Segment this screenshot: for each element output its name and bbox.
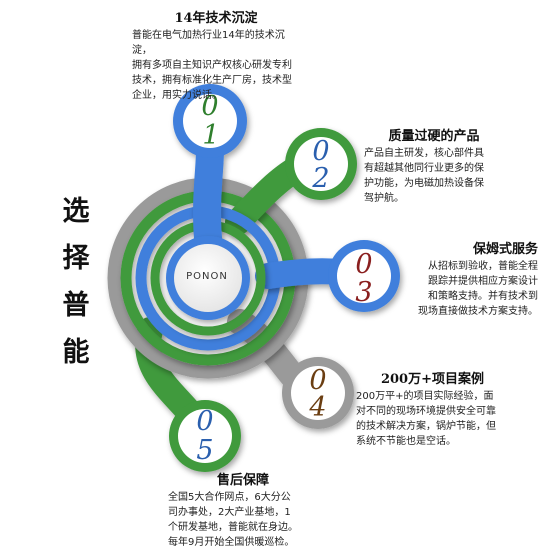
branch-2	[225, 128, 357, 235]
item-5-body: 全国5大合作网点，6大分公 司办事处，2大产业基地，1 个研发基地，普能就在身边…	[168, 492, 298, 548]
item-1-block: 14年技术沉淀 普能在电气加热行业14年的技术沉淀， 拥有多项自主知识产权核心研…	[132, 10, 300, 103]
number-2-top: 0	[312, 136, 330, 167]
number-5-bottom: 5	[196, 435, 214, 466]
title-char-3: 普	[62, 290, 90, 321]
item-1-heading: 14年技术沉淀	[174, 11, 258, 26]
item-3-heading: 保姆式服务	[472, 242, 538, 257]
number-3-bottom: 3	[355, 277, 373, 308]
vertical-title: 选 择 普 能	[58, 188, 94, 376]
center-logo-text: PONON	[186, 271, 228, 282]
branch-3	[255, 240, 400, 312]
title-char-4: 能	[62, 337, 90, 368]
branch-1	[173, 84, 247, 252]
number-4-bottom: 4	[309, 392, 327, 423]
item-5-block: 售后保障 全国5大合作网点，6大分公 司办事处，2大产业基地，1 个研发基地，普…	[168, 472, 318, 550]
item-4-block: 200万+项目案例 200万平+的项目实际经验，面 对不同的现场环境提供安全可靠…	[356, 371, 500, 449]
number-5-top: 0	[196, 406, 214, 437]
item-4-heading: 200万+项目案例	[380, 372, 484, 387]
number-1-top: 0	[201, 91, 219, 122]
item-2-block: 质量过硬的产品 产品自主研发，核心部件具 有超越其他同行业更多的保 护功能，为电…	[364, 128, 504, 206]
item-2-heading: 质量过硬的产品	[388, 129, 480, 144]
item-5-heading: 售后保障	[216, 473, 269, 488]
title-char-1: 选	[62, 196, 90, 227]
item-3-body: 从招标到验收，普能全程 跟踪并提供相应方案设计 和策略支持。并有技术到 现场直接…	[418, 261, 538, 317]
item-1-body: 普能在电气加热行业14年的技术沉淀， 拥有多项自主知识产权核心研发专利 技术，拥…	[132, 30, 292, 101]
number-4-top: 0	[309, 365, 327, 396]
item-4-body: 200万平+的项目实际经验，面 对不同的现场环境提供安全可靠 的技术解决方案，锅…	[356, 391, 496, 447]
number-3-top: 0	[355, 249, 373, 280]
item-3-block: 保姆式服务 从招标到验收，普能全程 跟踪并提供相应方案设计 和策略支持。并有技术…	[398, 241, 538, 319]
number-2-bottom: 2	[312, 163, 330, 194]
center-disc	[174, 244, 242, 312]
item-2-body: 产品自主研发，核心部件具 有超越其他同行业更多的保 护功能，为电磁加热设备保 驾…	[364, 148, 484, 204]
title-char-2: 择	[62, 243, 90, 274]
number-1-bottom: 1	[202, 120, 220, 151]
